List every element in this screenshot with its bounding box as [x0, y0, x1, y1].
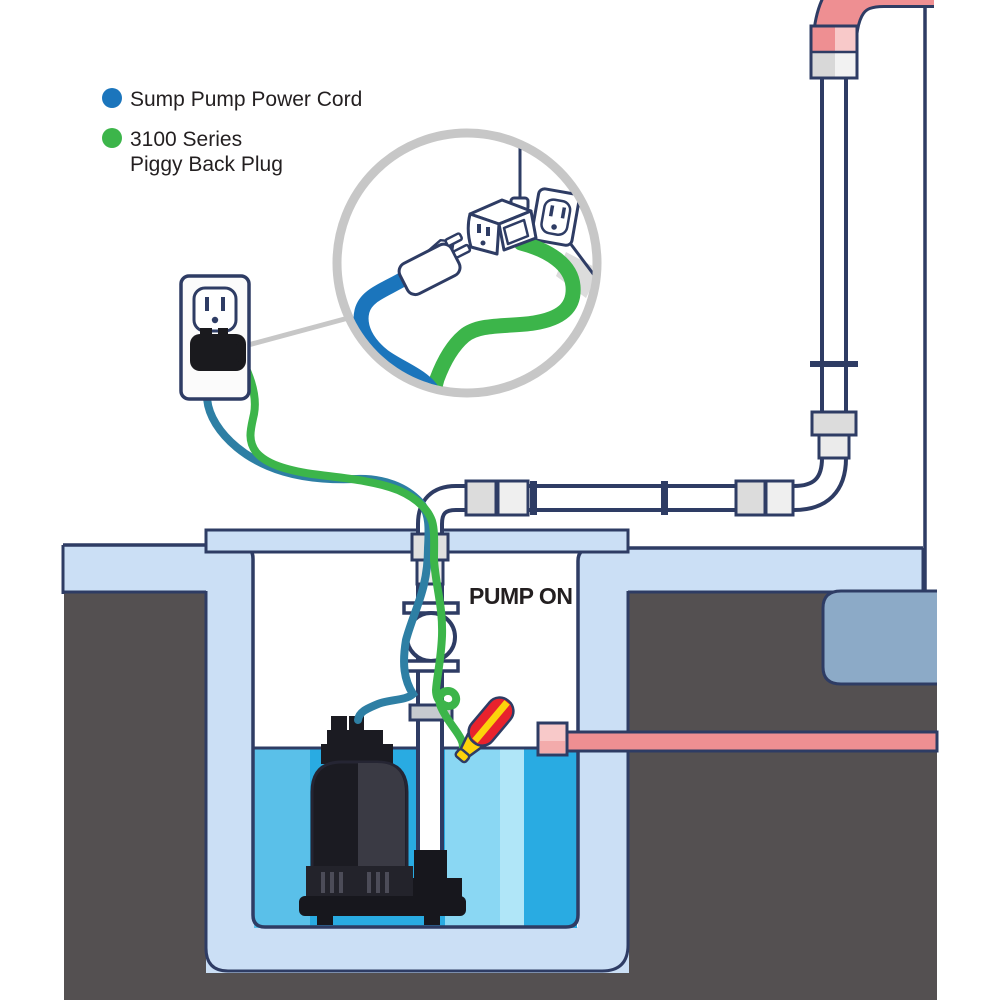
pipe-joint-tick [810, 361, 858, 367]
pit-outer-outline [204, 591, 630, 973]
float-neck [454, 747, 471, 764]
magnified-blue-plug [397, 232, 472, 297]
legend: Sump Pump Power Cord 3100 Series Piggy B… [102, 88, 362, 176]
pit-wall-right [578, 548, 629, 973]
pump-foot [424, 915, 440, 925]
power-cords [202, 358, 467, 757]
top-coupling [809, 24, 859, 80]
legend-item-green-label-line2: Piggy Back Plug [130, 153, 283, 176]
footing-block [823, 591, 937, 684]
inlet-pipe-fitting [536, 721, 569, 757]
float-switch [454, 696, 515, 764]
pipe-joint-tick [530, 481, 537, 515]
pit-bottom [206, 927, 628, 973]
magnifier-detail [332, 128, 602, 398]
pump-on-label: PUMP ON [469, 583, 572, 609]
soil-strip-bottom [64, 971, 937, 1000]
legend-item-green-label-line1: 3100 Series [130, 128, 242, 151]
magnified-wall-edge [568, 242, 593, 284]
pipe-joint-tick [661, 481, 668, 515]
footing-block-outline [821, 589, 937, 686]
soil-block-left [64, 592, 206, 1000]
legend-item-blue-label: Sump Pump Power Cord [130, 88, 362, 111]
magnified-blue-cord [353, 270, 441, 389]
outlet-top-socket [192, 286, 238, 333]
horizontal-couplings [464, 479, 795, 517]
piggyback-cord-green [239, 358, 467, 757]
wall-outlet [179, 274, 251, 401]
float-stripe [472, 700, 510, 743]
pump-body-shade [358, 763, 405, 866]
magnifier-leader-line [236, 314, 353, 351]
pit-wall-left [206, 545, 254, 973]
pump-skirt-slots [321, 872, 389, 893]
magnified-piggyback-plug [466, 196, 538, 256]
blue-dot-icon [102, 88, 122, 108]
plugged-in-plug [190, 328, 246, 371]
magnified-outlet [530, 187, 581, 247]
riser-union [810, 410, 858, 460]
floor-slab-right [578, 548, 925, 591]
floor-edges [61, 545, 925, 594]
inlet-drain-pipe [536, 721, 939, 757]
green-dot-icon [102, 128, 122, 148]
pump-discharge-fitting [400, 850, 462, 900]
pump-foot [317, 915, 333, 925]
magnified-green-cord [425, 235, 581, 389]
pump-base [299, 896, 466, 916]
